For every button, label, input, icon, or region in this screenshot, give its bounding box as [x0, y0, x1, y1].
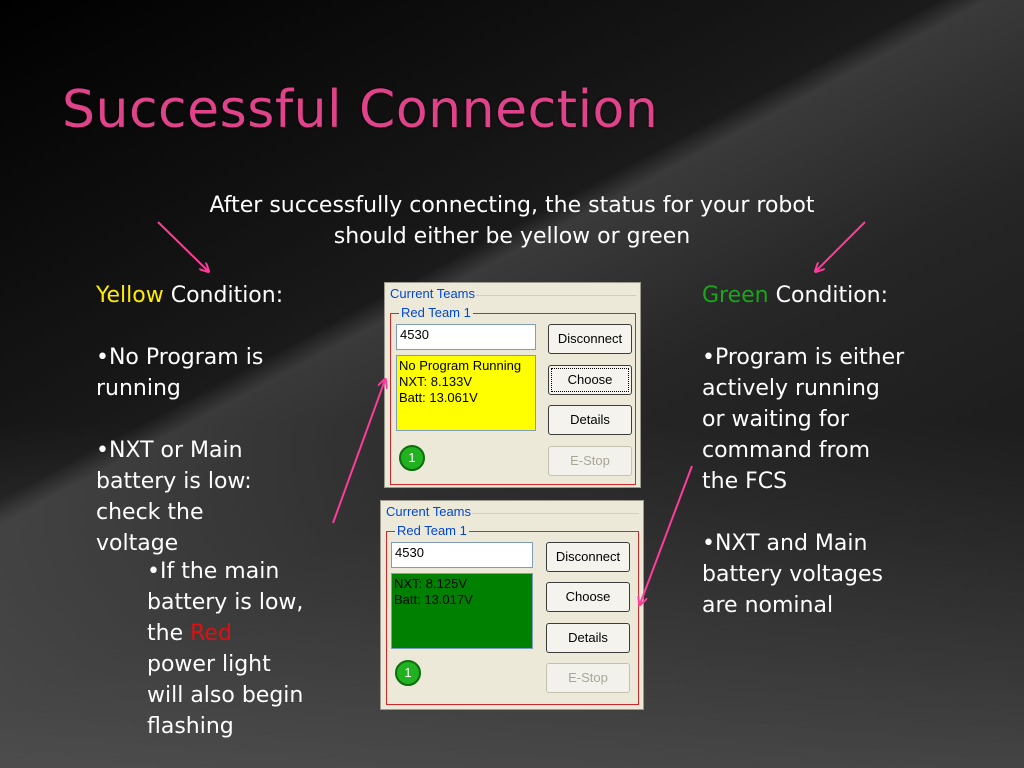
yellow-bullet-2-line-3: check the [96, 500, 204, 525]
green-condition-column: Green Condition: •Program is either acti… [702, 280, 952, 621]
sub-line-2: battery is low, [147, 590, 304, 615]
yellow-bullet-1-line-2: running [96, 376, 181, 401]
status-line-3: Batt: 13.061V [399, 390, 478, 405]
status-line-2: NXT: 8.133V [399, 374, 472, 389]
red-team-group: Red Team 1 4530 NXT: 8.125V Batt: 13.017… [386, 523, 639, 705]
sub-line-3: the Red [147, 618, 337, 649]
estop-button[interactable]: E-Stop [546, 663, 630, 693]
arrow-to-green-panel [640, 465, 693, 604]
green-bullet-1-line-1: •Program is either [702, 345, 905, 370]
arrow-to-yellow-panel [332, 380, 385, 524]
team-number-field[interactable]: 4530 [391, 542, 533, 568]
red-team-label: Red Team 1 [399, 305, 473, 320]
red-team-label: Red Team 1 [395, 523, 469, 538]
green-bullet-1-line-4: command from [702, 438, 870, 463]
yellow-heading-rest: Condition: [163, 283, 284, 308]
station-badge: 1 [399, 445, 425, 471]
status-line-1: No Program Running [399, 358, 522, 373]
team-number-field[interactable]: 4530 [396, 324, 536, 350]
yellow-bullet-2-line-1: •NXT or Main [96, 438, 243, 463]
current-teams-label: Current Teams [385, 504, 473, 519]
disconnect-button[interactable]: Disconnect [546, 542, 630, 572]
status-display: No Program Running NXT: 8.133V Batt: 13.… [396, 355, 536, 431]
yellow-condition-column: Yellow Condition: •No Program is running… [96, 280, 336, 559]
yellow-bullet-2-line-4: voltage [96, 531, 179, 556]
intro-text: After successfully connecting, the statu… [150, 190, 874, 252]
slide-title: Successful Connection [62, 80, 659, 140]
status-display: NXT: 8.125V Batt: 13.017V [391, 573, 533, 649]
estop-button[interactable]: E-Stop [548, 446, 632, 476]
green-bullet-1-line-3: or waiting for [702, 407, 849, 432]
details-button[interactable]: Details [548, 405, 632, 435]
sub-line-6: flashing [147, 714, 234, 739]
status-line-1: NXT: 8.125V [394, 576, 467, 591]
red-word: Red [190, 621, 232, 646]
disconnect-button[interactable]: Disconnect [548, 324, 632, 354]
yellow-word: Yellow [96, 283, 164, 308]
green-bullet-2-line-3: are nominal [702, 593, 834, 618]
yellow-status-panel: Current Teams Red Team 1 4530 No Program… [384, 282, 641, 488]
green-bullet-2-line-1: •NXT and Main [702, 531, 868, 556]
sub-line-5: will also begin [147, 683, 304, 708]
details-button[interactable]: Details [546, 623, 630, 653]
yellow-bullet-2-line-2: battery is low: [96, 469, 252, 494]
intro-line-2: should either be yellow or green [333, 224, 691, 249]
intro-line-1: After successfully connecting, the statu… [209, 193, 815, 218]
choose-button[interactable]: Choose [548, 365, 632, 395]
status-line-2: Batt: 13.017V [394, 592, 473, 607]
green-heading-rest: Condition: [768, 283, 889, 308]
yellow-condition-heading: Yellow Condition: [96, 280, 336, 311]
sub-line-1: •If the main [147, 559, 280, 584]
current-teams-label: Current Teams [389, 286, 477, 301]
green-word: Green [702, 283, 769, 308]
arrow-to-green-heading [816, 221, 866, 271]
green-bullet-1-line-5: the FCS [702, 469, 788, 494]
choose-button[interactable]: Choose [546, 582, 630, 612]
green-bullet-2-line-2: battery voltages [702, 562, 883, 587]
yellow-sub-bullet: •If the main battery is low, the Red pow… [147, 556, 337, 742]
green-status-panel: Current Teams Red Team 1 4530 NXT: 8.125… [380, 500, 644, 710]
green-condition-heading: Green Condition: [702, 280, 952, 311]
sub-line-4: power light [147, 652, 271, 677]
arrow-to-yellow-heading [157, 221, 208, 271]
sub-line-3-text: the [147, 621, 191, 646]
yellow-bullet-1-line-1: •No Program is [96, 345, 264, 370]
station-badge: 1 [395, 660, 421, 686]
green-bullet-1-line-2: actively running [702, 376, 880, 401]
red-team-group: Red Team 1 4530 No Program Running NXT: … [390, 305, 636, 485]
